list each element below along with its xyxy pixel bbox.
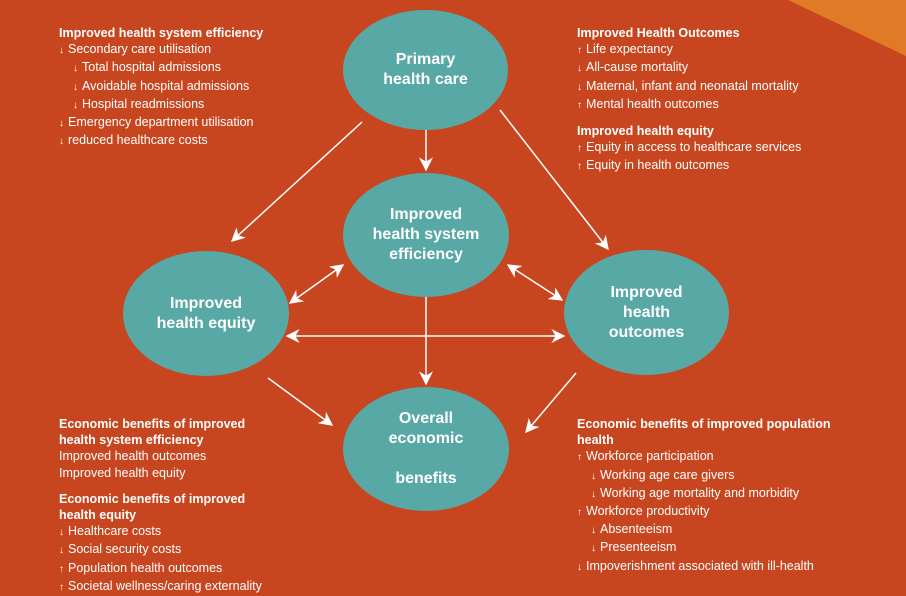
- node-improved-health-equity-label: Improved health equity: [156, 294, 256, 332]
- arrow-down-icon: ↓: [577, 561, 582, 573]
- arrow-down-icon: ↓: [591, 488, 596, 500]
- list-item: ↑Population health outcomes: [59, 560, 262, 578]
- list-item: Improved health outcomes: [59, 449, 207, 464]
- list-item: ↑Life expectancy: [577, 41, 801, 59]
- node-improved-health-equity: Improved health equity: [123, 251, 289, 376]
- node-improved-health-system-efficiency: Improved health system efficiency: [343, 173, 509, 297]
- arrow-down-icon: ↓: [59, 527, 64, 539]
- arrow-up-icon: ↑: [577, 452, 582, 464]
- list-item: ↓Total hospital admissions: [59, 59, 263, 77]
- list-item: ↓Maternal, infant and neonatal mortality: [577, 78, 801, 96]
- arrow-down-icon: ↓: [73, 63, 78, 75]
- arrow-down-icon: ↓: [59, 136, 64, 148]
- list-item: ↓Impoverishment associated with ill-heal…: [577, 558, 831, 576]
- arrow-down-icon: ↓: [73, 81, 78, 93]
- heading-improved-health-outcomes: Improved Health Outcomes: [577, 26, 740, 40]
- node-overall-economic-benefits-label: Overall economic benefits: [388, 410, 464, 487]
- arrow-outcomes-to-economic: [525, 372, 577, 434]
- list-item: ↓Emergency department utilisation: [59, 114, 263, 132]
- arrow-down-icon: ↓: [591, 525, 596, 537]
- heading-economic-benefits-efficiency-line1: Economic benefits of improved: [59, 417, 246, 431]
- arrow-up-icon: ↑: [59, 563, 64, 575]
- heading-economic-benefits-equity-line1: Economic benefits of improved: [59, 491, 246, 506]
- list-item: ↓reduced healthcare costs: [59, 132, 263, 150]
- heading-economic-benefits-equity-line2: health equity: [59, 508, 137, 523]
- heading-health-system-efficiency: Improved health system efficiency: [59, 26, 264, 40]
- arrow-primary-to-outcomes: [499, 109, 609, 251]
- list-item: ↓Healthcare costs: [59, 523, 262, 541]
- node-overall-economic-benefits: Overall economic benefits: [343, 387, 509, 511]
- list-item: ↑Equity in health outcomes: [577, 157, 801, 175]
- list-item: ↓Presenteeism: [577, 539, 831, 557]
- node-improved-health-outcomes-label: Improved health outcomes: [608, 283, 685, 341]
- node-primary-health-care-label: Primary health care: [383, 51, 468, 88]
- arrow-down-icon: ↓: [577, 81, 582, 93]
- arrow-efficiency-equity: [288, 264, 345, 304]
- arrow-down-icon: ↓: [59, 545, 64, 557]
- block-health-system-efficiency: Improved health system efficiency ↓Secon…: [59, 25, 263, 150]
- list-item: ↑Workforce participation: [577, 448, 831, 466]
- list-item: ↓Working age care givers: [577, 467, 831, 485]
- list-item: ↑Mental health outcomes: [577, 96, 801, 114]
- list-item: ↓Avoidable hospital admissions: [59, 78, 263, 96]
- heading-economic-benefits-efficiency-line2: health system efficiency: [59, 433, 204, 448]
- list-item: ↑Societal wellness/caring externality: [59, 578, 262, 596]
- list-item: Improved health equity: [59, 465, 186, 480]
- list-item: ↓Working age mortality and morbidity: [577, 485, 831, 503]
- arrow-down-icon: ↓: [577, 63, 582, 75]
- arrow-down-icon: ↓: [591, 470, 596, 482]
- arrow-up-icon: ↑: [577, 161, 582, 173]
- block-economic-benefits-efficiency-equity: Economic benefits of improved health sys…: [59, 416, 262, 596]
- arrow-down-icon: ↓: [591, 543, 596, 555]
- list-item: ↑Workforce productivity: [577, 503, 831, 521]
- node-primary-health-care: Primary health care: [343, 10, 508, 130]
- arrow-up-icon: ↑: [577, 45, 582, 57]
- list-item: ↓Social security costs: [59, 541, 262, 559]
- block-health-outcomes-and-equity: Improved Health Outcomes ↑Life expectanc…: [577, 25, 801, 176]
- block-economic-benefits-population-health: Economic benefits of improved population…: [577, 416, 831, 576]
- arrow-up-icon: ↑: [577, 507, 582, 519]
- arrow-up-icon: ↑: [577, 143, 582, 155]
- arrow-efficiency-outcomes: [506, 264, 564, 301]
- corner-accent: [788, 0, 906, 56]
- arrow-down-icon: ↓: [73, 99, 78, 111]
- list-item: ↓Hospital readmissions: [59, 96, 263, 114]
- arrow-down-icon: ↓: [59, 45, 64, 57]
- list-item: ↓Secondary care utilisation: [59, 41, 263, 59]
- heading-improved-health-equity: Improved health equity: [577, 124, 714, 139]
- arrow-equity-to-economic: [267, 377, 334, 426]
- node-improved-health-outcomes: Improved health outcomes: [564, 250, 729, 375]
- arrow-down-icon: ↓: [59, 118, 64, 130]
- heading-economic-benefits-population-line1: Economic benefits of improved population: [577, 417, 831, 431]
- arrow-primary-to-equity: [230, 121, 363, 242]
- arrow-up-icon: ↑: [577, 99, 582, 111]
- node-improved-health-system-efficiency-label: Improved health system efficiency: [372, 206, 480, 263]
- heading-economic-benefits-population-line2: health: [577, 433, 614, 448]
- arrow-up-icon: ↑: [59, 581, 64, 593]
- list-item: ↑Equity in access to healthcare services: [577, 139, 801, 157]
- list-item: ↓Absenteeism: [577, 521, 831, 539]
- list-item: ↓All-cause mortality: [577, 59, 801, 77]
